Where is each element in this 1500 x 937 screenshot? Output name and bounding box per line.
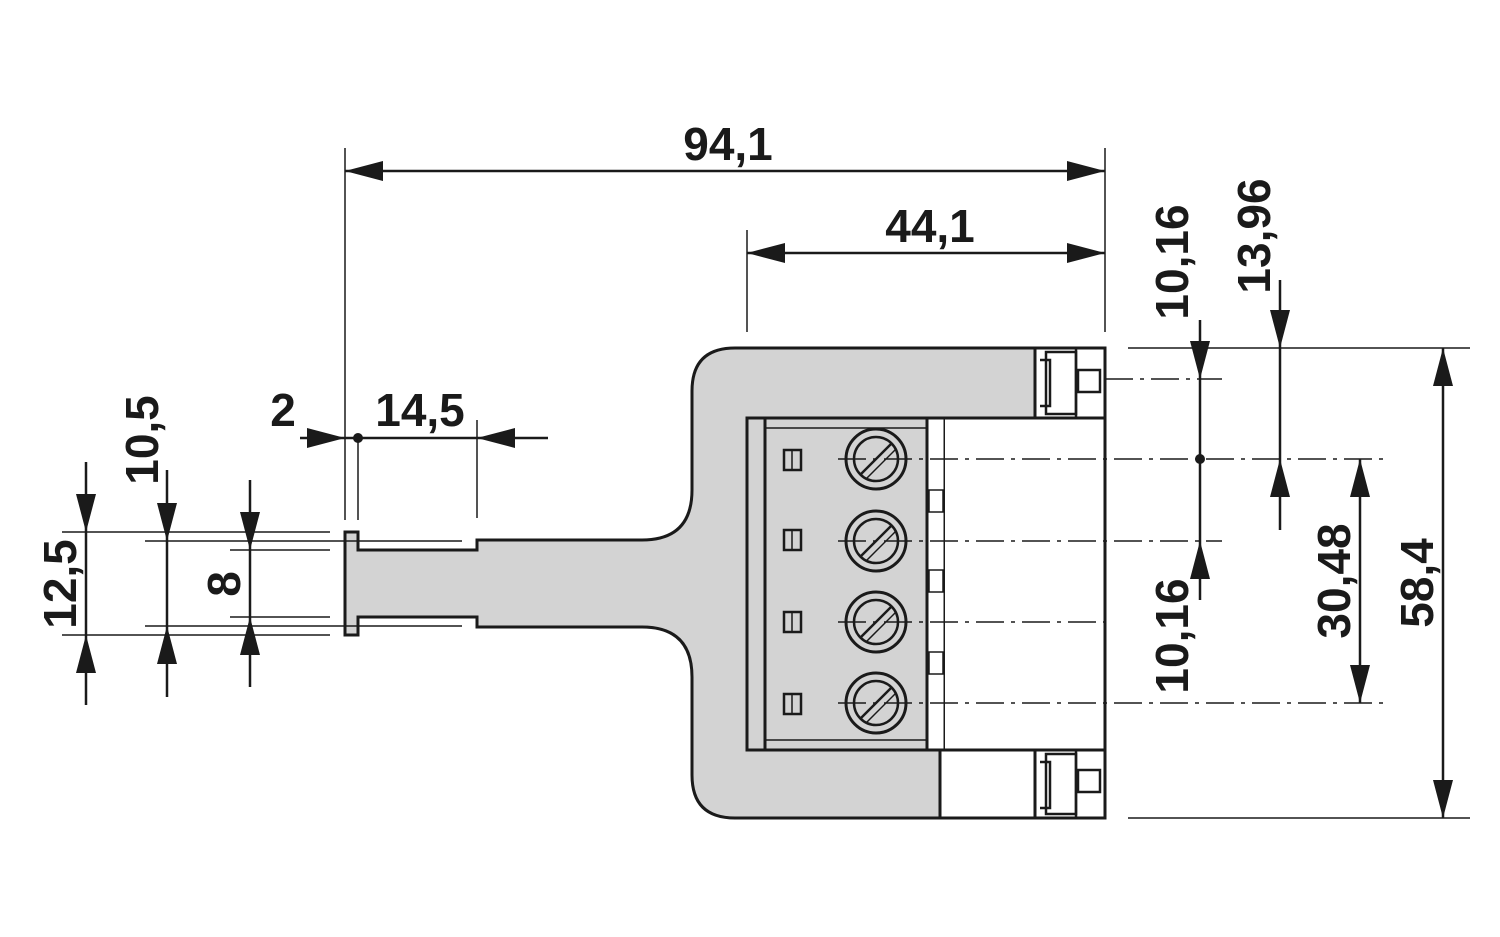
left-strip xyxy=(745,416,767,752)
center-lines xyxy=(838,378,1388,704)
dim-label-13-96: 13,96 xyxy=(1228,178,1280,293)
dim-height-10-5: 10,5 xyxy=(116,395,177,697)
dim-label-30-48: 30,48 xyxy=(1308,523,1360,638)
dim-edge-offset: 13,96 xyxy=(1228,178,1290,530)
bottom-latch xyxy=(938,748,1107,820)
dim-label-10-16-bottom: 10,16 xyxy=(1146,578,1198,693)
dim-pin-span: 30,48 xyxy=(1308,459,1370,703)
dim-tab: 2 14,5 xyxy=(270,384,548,448)
extension-lines xyxy=(62,148,1470,819)
dim-label-8: 8 xyxy=(198,571,250,597)
dim-label-10-16-top: 10,16 xyxy=(1146,204,1198,319)
top-latch xyxy=(1033,346,1107,420)
dim-label-10-5: 10,5 xyxy=(116,395,168,485)
dim-overall-width: 94,1 xyxy=(345,118,1105,181)
dim-height-8: 8 xyxy=(198,480,260,687)
dim-overall-height: 58,4 xyxy=(1391,348,1453,818)
wire-entries xyxy=(782,448,803,716)
dim-label-94-1: 94,1 xyxy=(683,118,773,170)
dim-label-58-4: 58,4 xyxy=(1391,538,1443,628)
right-body xyxy=(945,418,1105,750)
dim-height-12-5: 12,5 xyxy=(34,462,96,705)
dim-label-12-5: 12,5 xyxy=(34,539,86,629)
dim-label-44-1: 44,1 xyxy=(885,200,975,252)
dim-pitch-top: 10,16 xyxy=(1146,204,1210,600)
comb-teeth xyxy=(928,489,944,675)
dim-label-14-5: 14,5 xyxy=(375,384,465,436)
dim-label-2: 2 xyxy=(270,384,296,436)
dim-header-width: 44,1 xyxy=(747,200,1105,263)
